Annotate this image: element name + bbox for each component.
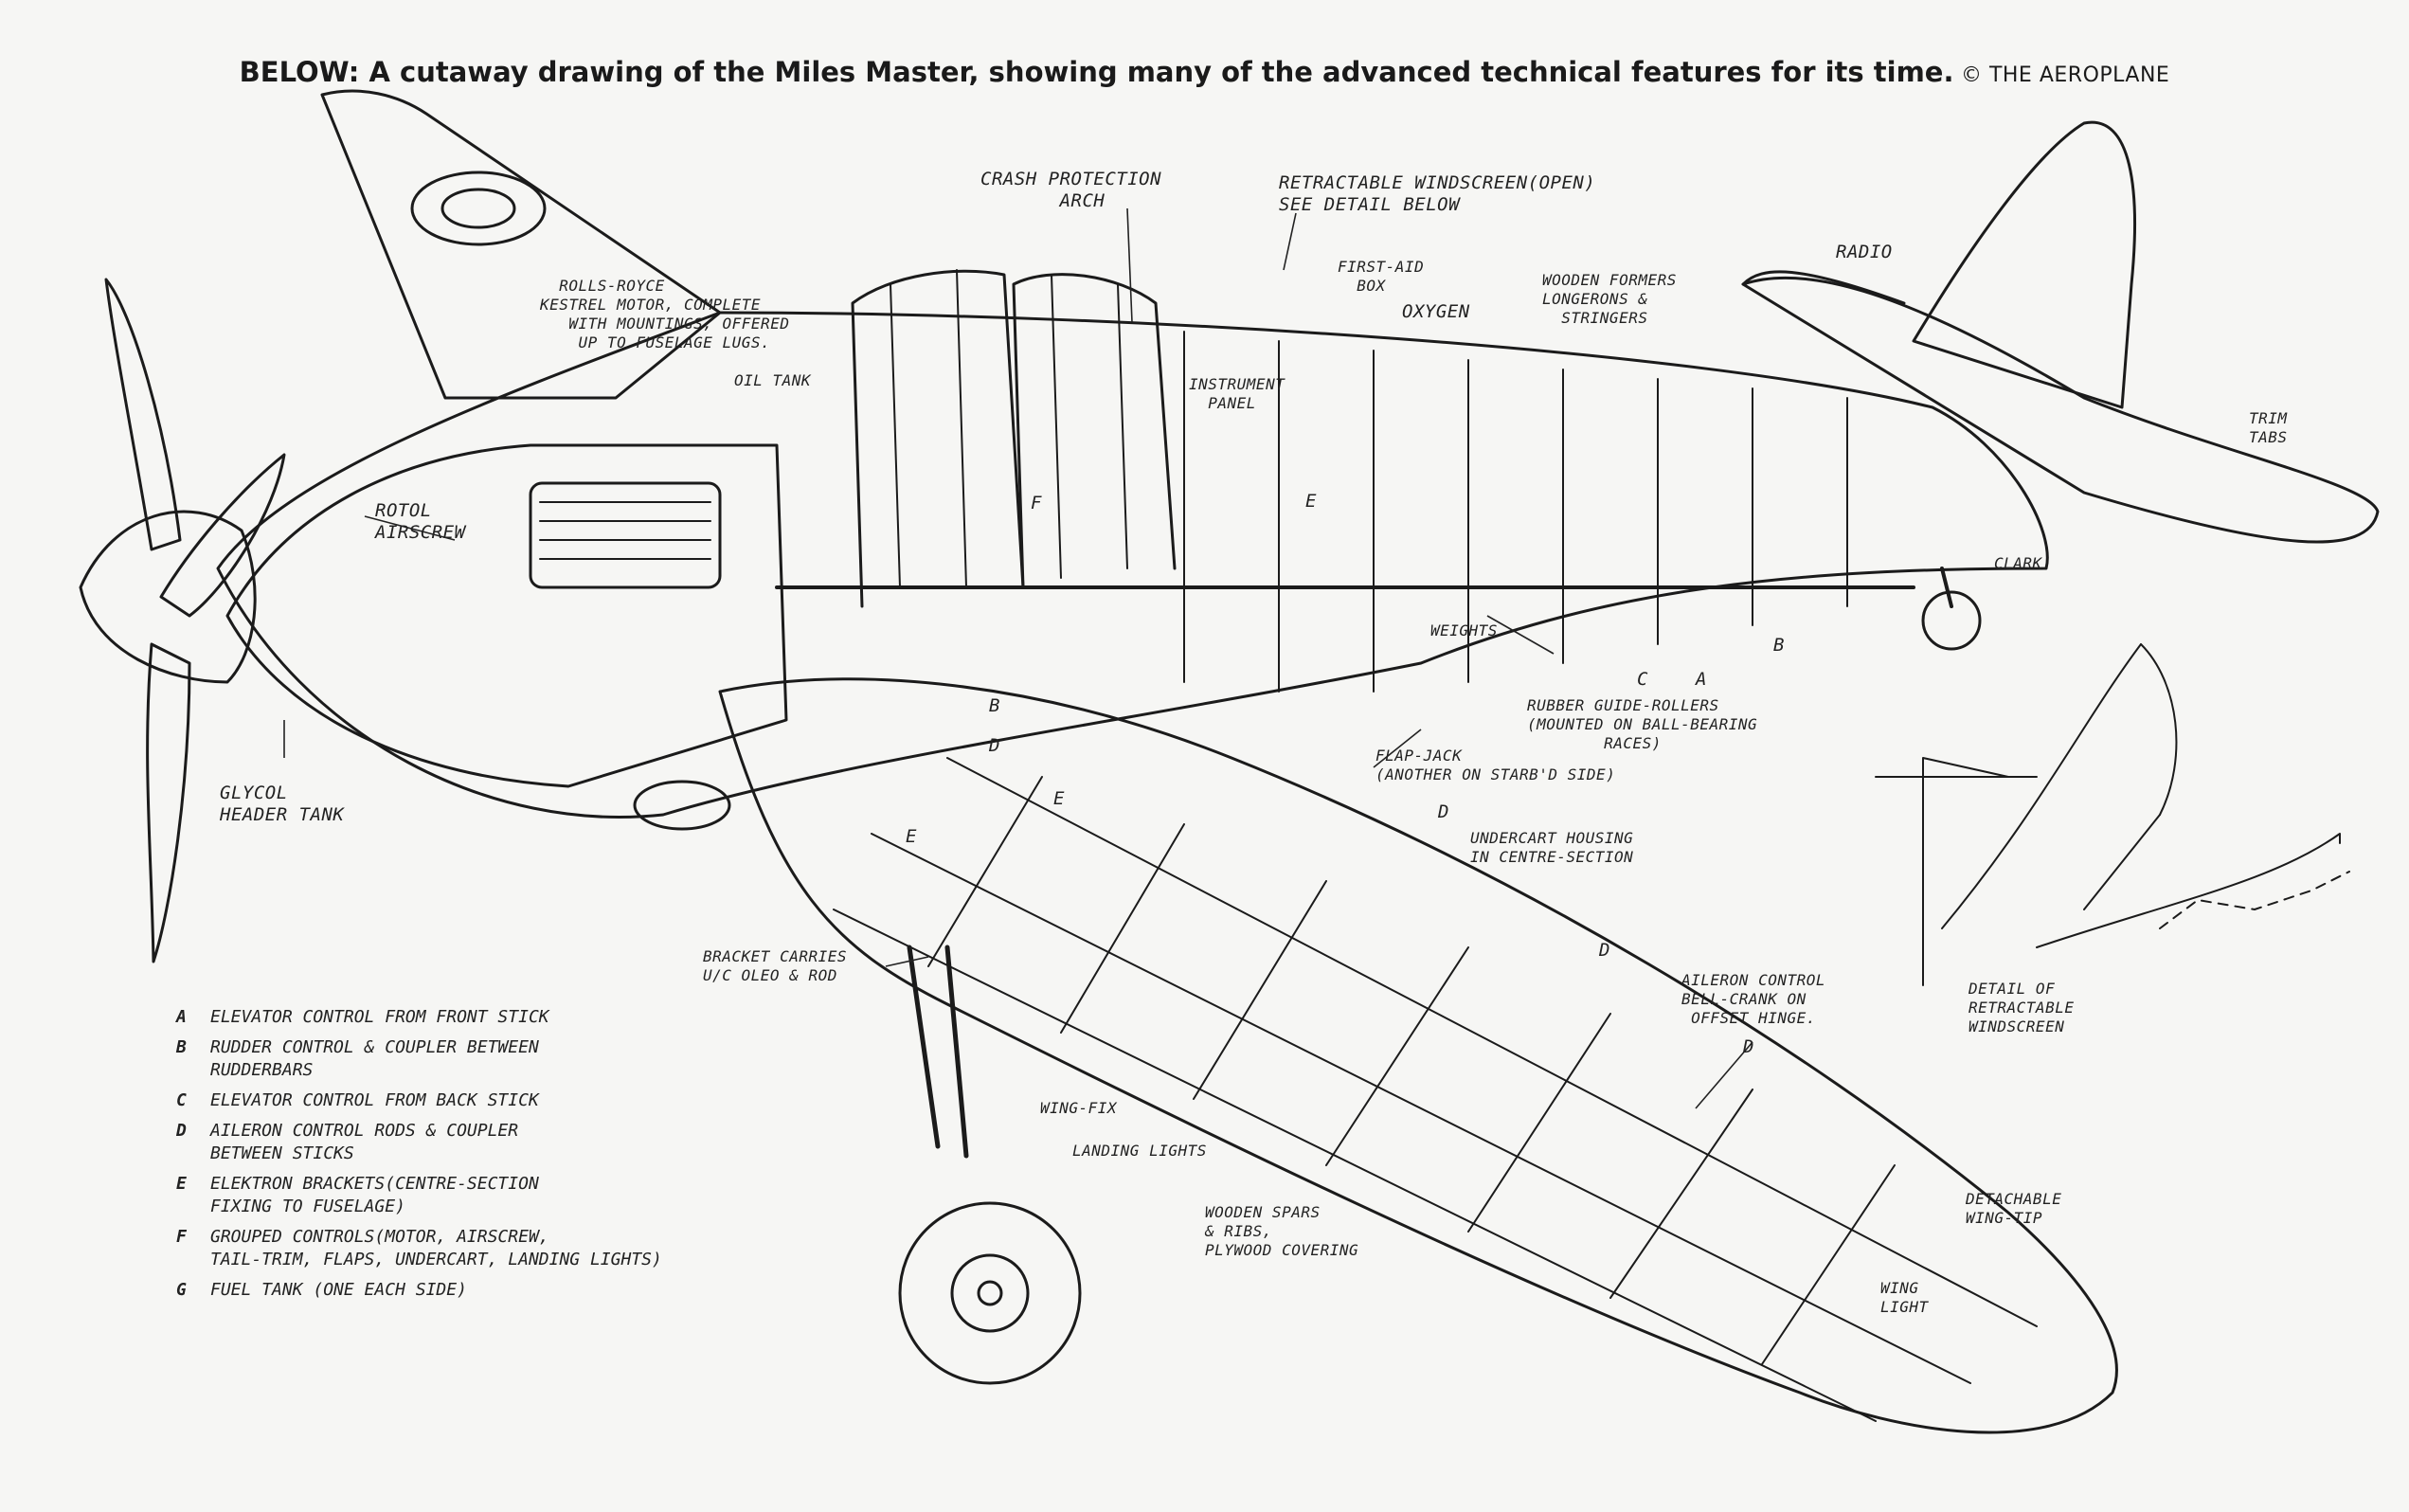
label-first-aid: FIRST-AID BOX bbox=[1338, 258, 1425, 295]
label-flap-jack: FLAP-JACK (ANOTHER ON STARB'D SIDE) bbox=[1375, 747, 1616, 783]
label-wing-fix: WING-FIX bbox=[1040, 1099, 1118, 1117]
tail-fin bbox=[1912, 120, 2136, 409]
part-letter-d-2: D bbox=[1599, 940, 1610, 961]
undercarriage-leg bbox=[907, 945, 969, 1159]
part-letter-b: B bbox=[1773, 635, 1785, 656]
engine-block bbox=[529, 481, 722, 589]
part-letter-d-3: D bbox=[1743, 1036, 1754, 1057]
label-clark-signature: CLARK bbox=[1994, 554, 2042, 572]
label-landing-lights: LANDING LIGHTS bbox=[1072, 1142, 1207, 1160]
part-letter-e-2: E bbox=[1305, 491, 1317, 512]
label-undercart-housing: UNDERCART HOUSING IN CENTRE-SECTION bbox=[1470, 829, 1634, 866]
label-bracket: BRACKET CARRIES U/C OLEO & ROD bbox=[703, 947, 847, 984]
label-weights: WEIGHTS bbox=[1430, 621, 1498, 639]
upper-wing bbox=[320, 89, 722, 400]
label-trim-tabs: TRIM TABS bbox=[2249, 409, 2288, 446]
canopy-frame-front bbox=[851, 269, 1025, 608]
spinner bbox=[79, 510, 257, 684]
caption-credit: © THE AEROPLANE bbox=[1953, 63, 2170, 87]
glycol-tank bbox=[633, 780, 731, 831]
part-letter-c: C bbox=[1637, 669, 1648, 690]
label-oil-tank: OIL TANK bbox=[734, 371, 812, 389]
label-detachable-wing-tip: DETACHABLE WING-TIP bbox=[1966, 1190, 2062, 1227]
main-wheel bbox=[898, 1201, 1082, 1385]
label-rotol-airscrew: ROTOL AIRSCREW bbox=[375, 500, 466, 543]
figure-caption: BELOW: A cutaway drawing of the Miles Ma… bbox=[0, 53, 2409, 95]
label-radio: RADIO bbox=[1836, 242, 1893, 262]
caption-lead: BELOW: bbox=[239, 56, 360, 88]
label-detail-windscreen: DETAIL OF RETRACTABLE WINDSCREEN bbox=[1969, 980, 2075, 1035]
part-letter-a: A bbox=[1696, 669, 1707, 690]
label-windscreen: RETRACTABLE WINDSCREEN(OPEN) SEE DETAIL … bbox=[1279, 172, 1596, 215]
part-letter-b-2: B bbox=[989, 695, 1000, 716]
label-crash-protection: CRASH PROTECTION ARCH bbox=[980, 169, 1162, 211]
label-wing-light: WING LIGHT bbox=[1880, 1279, 1929, 1316]
tailplane bbox=[1741, 276, 2380, 544]
fuselage bbox=[216, 311, 2049, 819]
label-rolls-royce: ROLLS-ROYCE KESTREL MOTOR, COMPLETE WITH… bbox=[540, 277, 790, 351]
part-letter-d: D bbox=[1438, 801, 1449, 822]
label-glycol-header-tank: GLYCOL HEADER TANK bbox=[220, 783, 345, 825]
propeller-blade-front bbox=[159, 453, 286, 618]
propeller-blade-bottom bbox=[146, 642, 191, 963]
propeller-blade-top bbox=[104, 278, 182, 551]
part-letter-d-4: D bbox=[989, 735, 1000, 756]
part-letter-f: F bbox=[1031, 493, 1042, 513]
label-rubber-guide-rollers: RUBBER GUIDE-ROLLERS (MOUNTED ON BALL-BE… bbox=[1527, 696, 1758, 752]
tailplane-left bbox=[1741, 270, 1906, 305]
canopy-frame-rear bbox=[1012, 273, 1177, 589]
lower-wing bbox=[718, 677, 2118, 1434]
tail-wheel bbox=[1921, 590, 1982, 651]
label-aileron-bell-crank: AILERON CONTROL BELL-CRANK ON OFFSET HIN… bbox=[1681, 971, 1825, 1027]
caption-text: A cutaway drawing of the Miles Master, s… bbox=[359, 56, 1954, 88]
label-wooden-spars: WOODEN SPARS & RIBS, PLYWOOD COVERING bbox=[1205, 1203, 1359, 1259]
windscreen-detail bbox=[1875, 643, 2341, 986]
roundel bbox=[410, 171, 547, 246]
label-oxygen: OXYGEN bbox=[1402, 301, 1470, 322]
label-instrument-panel: INSTRUMENT PANEL bbox=[1189, 375, 1285, 412]
label-wooden-formers: WOODEN FORMERS LONGERONS & STRINGERS bbox=[1542, 271, 1677, 327]
part-letter-e: E bbox=[1053, 788, 1065, 809]
part-letter-e-3: E bbox=[906, 826, 917, 847]
engine-cowling bbox=[225, 443, 788, 788]
